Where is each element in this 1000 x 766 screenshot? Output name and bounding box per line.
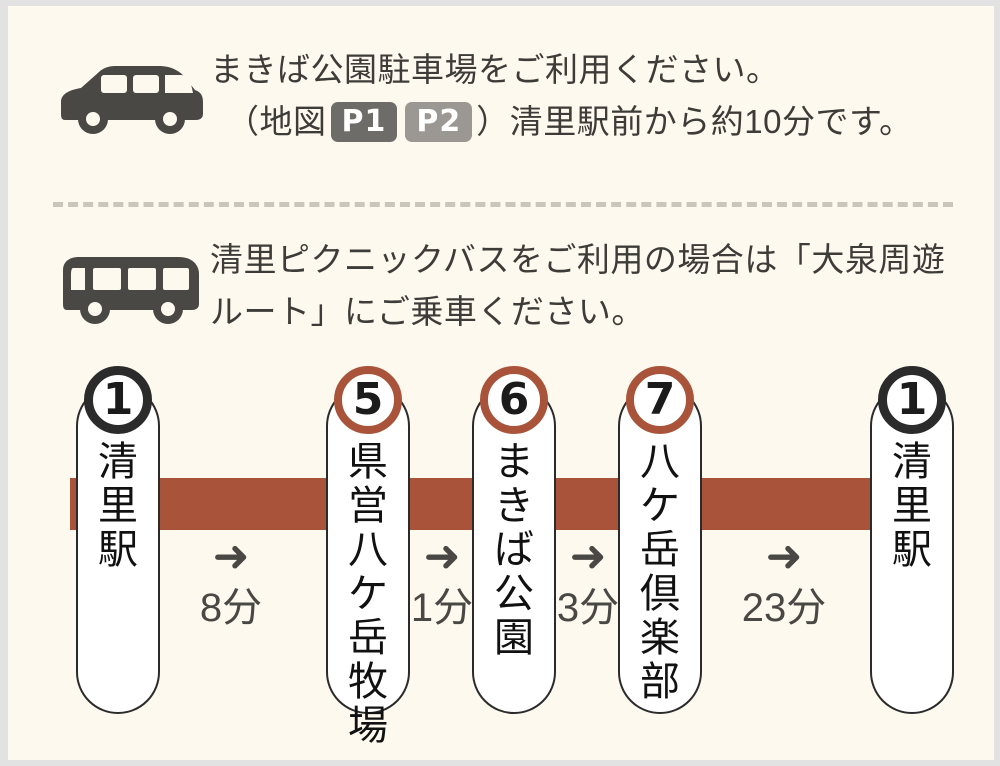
- parking-line-2-suffix: ）清里駅前から約10分です。: [476, 103, 913, 140]
- arrow-right-icon: ➜: [423, 531, 461, 582]
- route-segment-1: ➜ 8分: [158, 534, 304, 636]
- station-name-char: 清: [98, 440, 138, 484]
- station-name: 県 営 八 ケ 岳 牧 場: [326, 440, 410, 748]
- station-name-char: 県: [348, 440, 388, 484]
- parking-text: まきば公園駐車場をご利用ください。 （地図 P1 P2 ）清里駅前から約10分で…: [210, 44, 913, 148]
- arrow-right-icon: ➜: [569, 531, 607, 582]
- bus-line-2: ルート」にご乗車ください。: [210, 293, 645, 330]
- arrow-right-icon: ➜: [212, 531, 250, 582]
- station-name-char: 岳: [348, 616, 388, 660]
- parking-info-row: まきば公園駐車場をご利用ください。 （地図 P1 P2 ）清里駅前から約10分で…: [50, 44, 913, 148]
- segment-duration: 23分: [741, 586, 827, 630]
- section-divider: [53, 202, 953, 207]
- station-name: 清 里 駅: [870, 440, 954, 572]
- bus-line-1: 清里ピクニックバスをご利用の場合は「大泉周遊: [210, 241, 946, 278]
- station-name-char: ま: [494, 440, 534, 484]
- bus-icon: [50, 234, 210, 326]
- bus-route-diagram: 清 里 駅 1 ➜ 8分 県 営 八 ケ 岳 牧 場 5: [8, 366, 994, 748]
- station-name: 清 里 駅: [76, 440, 160, 572]
- bus-info-row: 清里ピクニックバスをご利用の場合は「大泉周遊 ルート」にご乗車ください。: [50, 234, 945, 338]
- parking-line-1: まきば公園駐車場をご利用ください。: [210, 51, 780, 88]
- p1-badge: P1: [330, 102, 398, 142]
- station-name-char: 倶: [640, 572, 680, 616]
- route-segment-4: ➜ 23分: [704, 534, 864, 636]
- station-name-char: 営: [348, 484, 388, 528]
- station-name-char: ば: [494, 528, 534, 572]
- segment-duration: 1分: [410, 586, 474, 630]
- bus-text: 清里ピクニックバスをご利用の場合は「大泉周遊 ルート」にご乗車ください。: [210, 234, 945, 338]
- parking-line-2-prefix: （地図: [226, 103, 327, 140]
- station-name-char: 駅: [892, 528, 932, 572]
- station-pill: [472, 384, 556, 714]
- car-icon: [50, 44, 210, 136]
- segment-duration: 8分: [199, 586, 263, 630]
- station-pill: [618, 384, 702, 714]
- station-name-char: 八: [348, 528, 388, 572]
- route-segment-2: ➜ 1分: [408, 534, 476, 636]
- station-name-char: 岳: [640, 528, 680, 572]
- station-name-char: 八: [640, 440, 680, 484]
- station-name-char: き: [494, 484, 534, 528]
- station-pill: [76, 384, 160, 714]
- station-name-char: ケ: [348, 572, 388, 616]
- station-name-char: 牧: [348, 660, 388, 704]
- station-name-char: 部: [640, 660, 680, 704]
- station-name-char: ケ: [640, 484, 680, 528]
- parking-line-2: （地図 P1 P2 ）清里駅前から約10分です。: [210, 96, 913, 148]
- segment-duration: 3分: [556, 586, 620, 630]
- station-number-badge: 5: [334, 366, 402, 434]
- station-name: 八 ケ 岳 倶 楽 部: [618, 440, 702, 704]
- station-name-char: 里: [892, 484, 932, 528]
- station-number-badge: 7: [626, 366, 694, 434]
- station-name-char: 清: [892, 440, 932, 484]
- station-name: ま き ば 公 園: [472, 440, 556, 660]
- station-name-char: 公: [494, 572, 534, 616]
- station-name-char: 楽: [640, 616, 680, 660]
- station-name-char: 場: [348, 704, 388, 748]
- station-name-char: 里: [98, 484, 138, 528]
- route-segment-3: ➜ 3分: [554, 534, 622, 636]
- station-name-char: 園: [494, 616, 534, 660]
- p2-badge: P2: [405, 102, 473, 142]
- arrow-right-icon: ➜: [765, 531, 803, 582]
- station-number-badge: 6: [480, 366, 548, 434]
- station-number-badge: 1: [878, 366, 946, 434]
- station-number-badge: 1: [84, 366, 152, 434]
- station-name-char: 駅: [98, 528, 138, 572]
